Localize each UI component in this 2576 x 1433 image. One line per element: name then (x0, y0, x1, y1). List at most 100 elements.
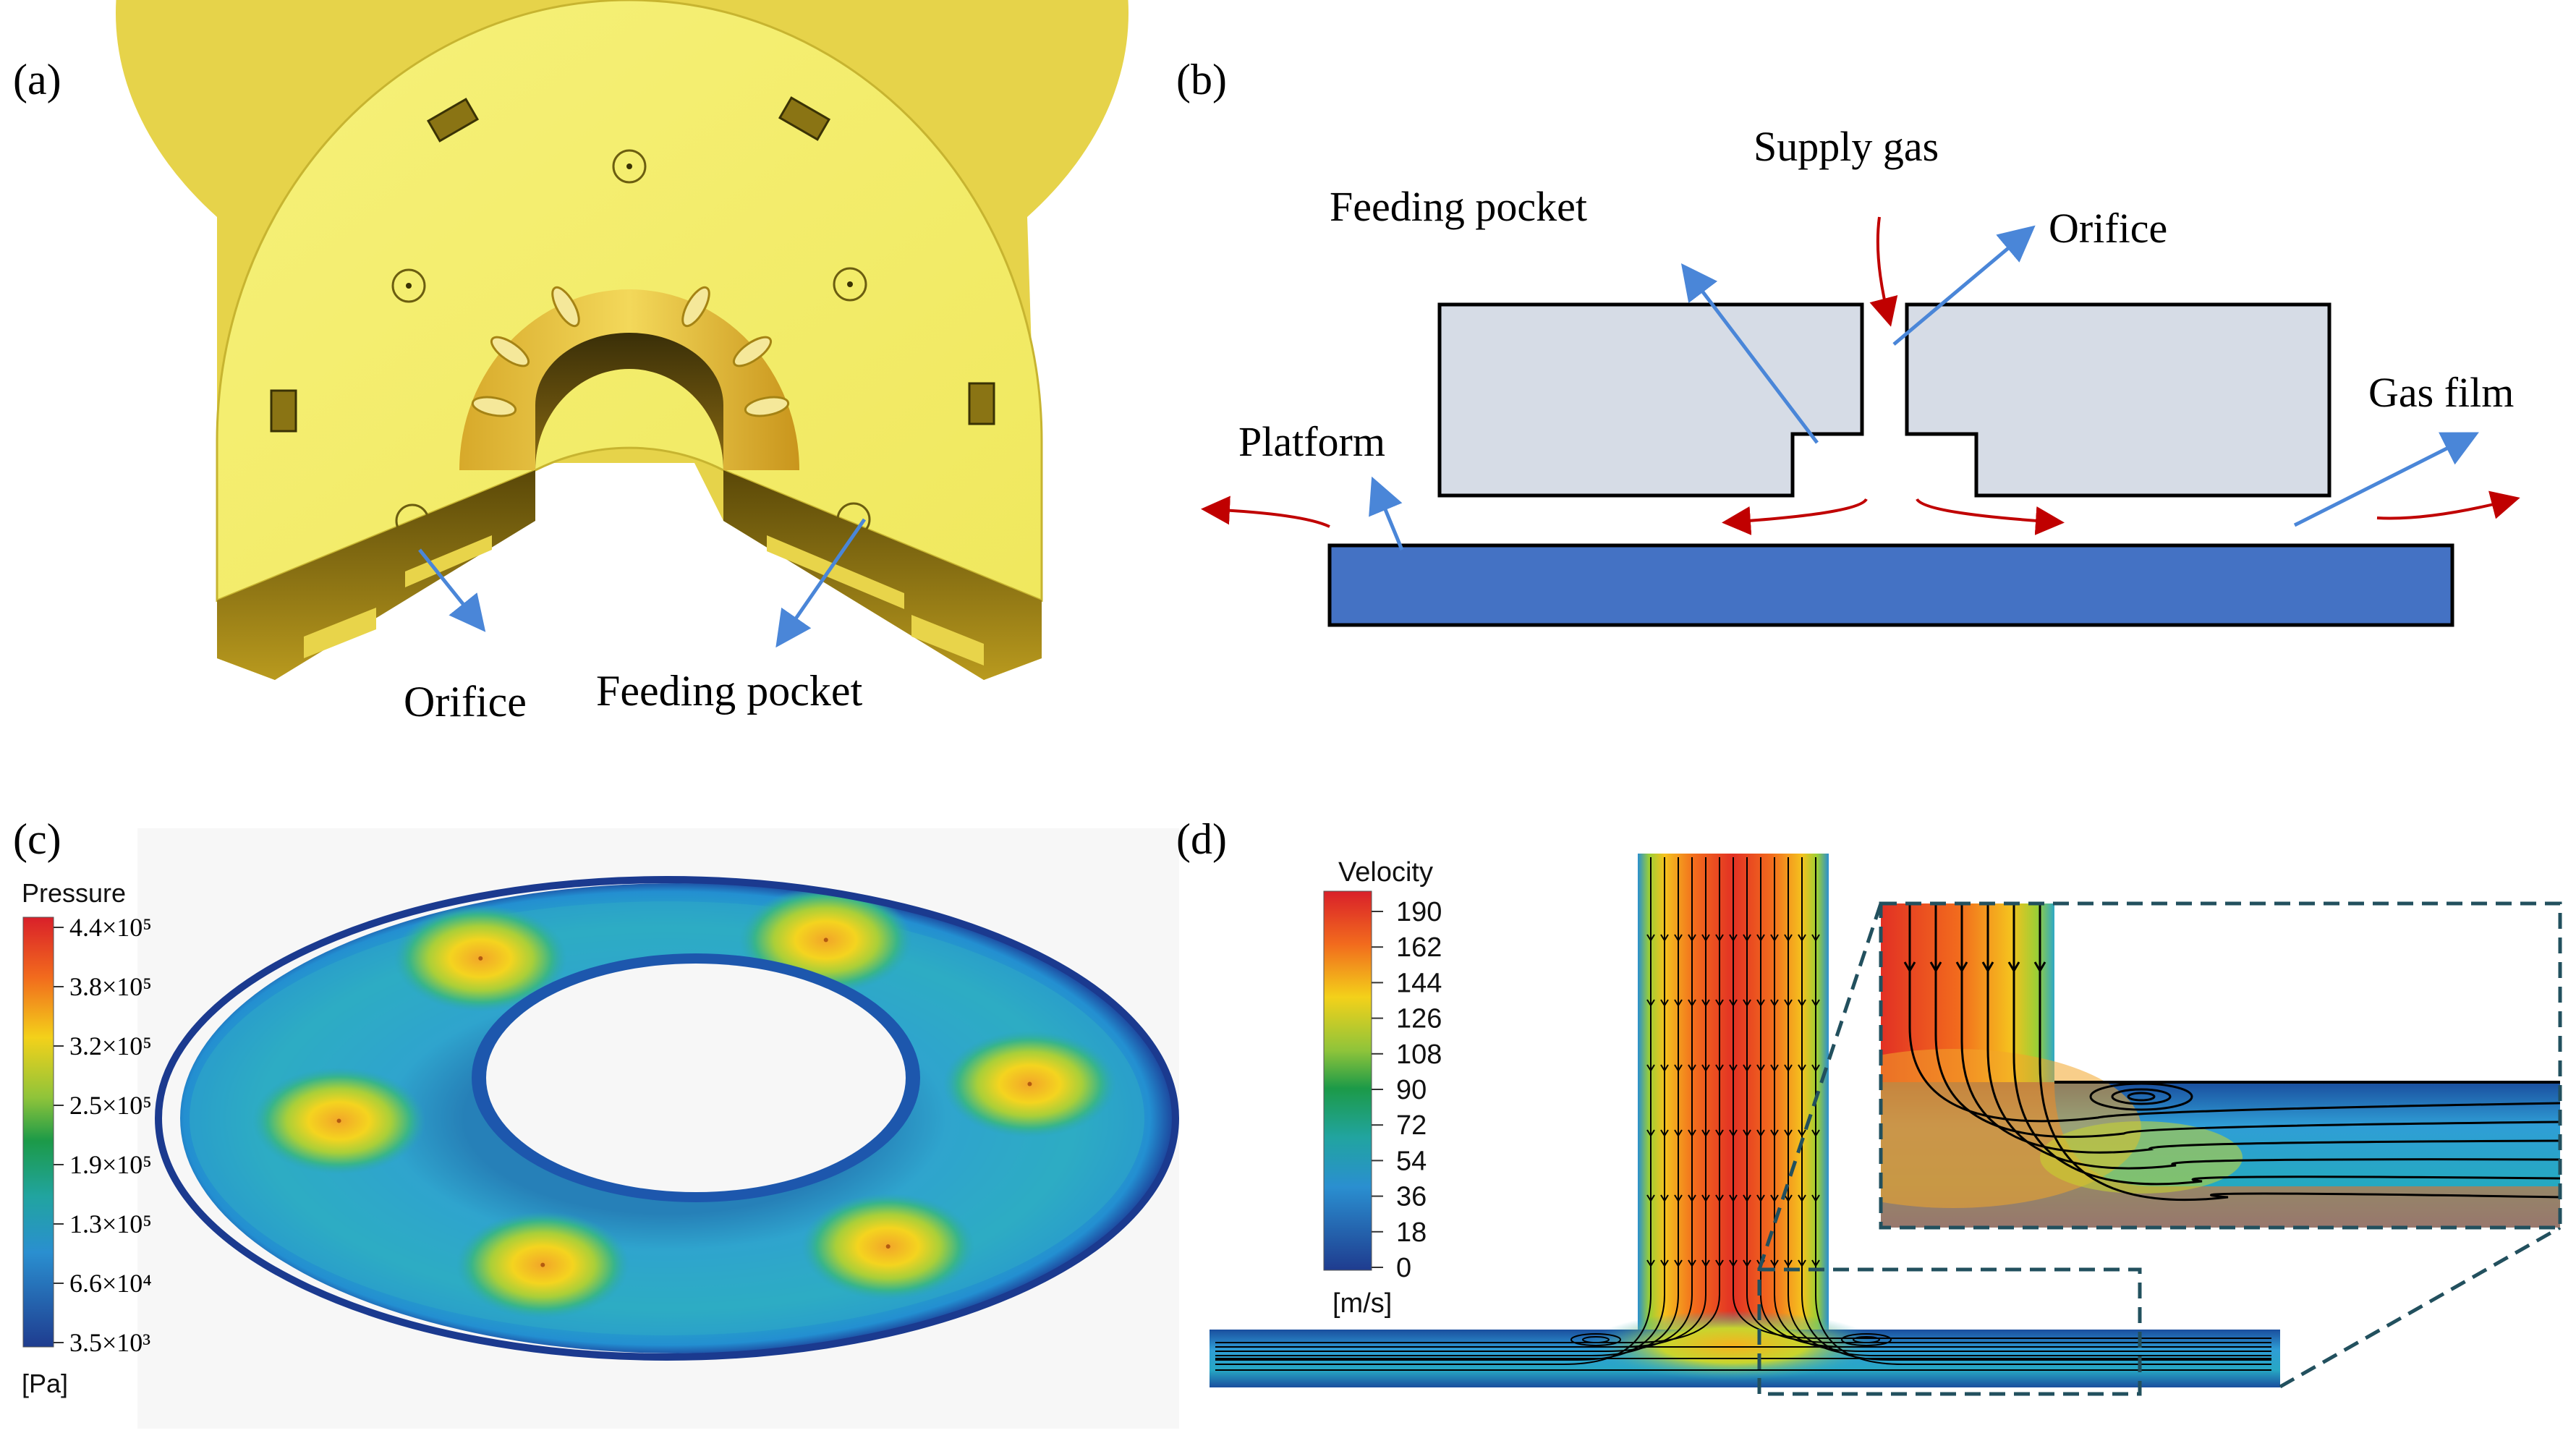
pressure-tick-label: 3.5×10³ (69, 1328, 150, 1357)
platform-label: Platform (1238, 418, 1385, 465)
streamline-arrowhead (1743, 934, 1751, 942)
streamline-arrowhead (1784, 999, 1793, 1007)
velocity-tick-label: 162 (1396, 932, 1442, 963)
velocity-tick-label: 144 (1396, 968, 1442, 998)
orifice-pointer-b (1892, 225, 2036, 346)
zoom-streamline (1960, 903, 2560, 1154)
streamline (1774, 857, 2271, 1352)
flow-arrow-left-outer (1201, 496, 1330, 528)
gas-film-label: Gas film (2368, 369, 2514, 416)
streamline-arrowhead (1798, 934, 1806, 942)
streamline-arrowhead (1660, 1194, 1669, 1202)
streamline-arrowhead (1715, 999, 1724, 1007)
cut-relief-right (911, 615, 984, 666)
panel-b-letter: (b) (1176, 56, 1227, 103)
streamline-arrowhead (1798, 1259, 1806, 1267)
zoom-streamline-arrowhead (1981, 961, 1994, 973)
zoom-streamline-arrowhead (1955, 961, 1968, 973)
panel-a: (a) (13, 0, 1128, 726)
feeding-pocket-label-b: Feeding pocket (1330, 183, 1587, 230)
streamline-arrowhead (1798, 999, 1806, 1007)
streamline-arrowhead (1729, 1064, 1738, 1072)
feeding-pocket-pointer-a (775, 518, 867, 648)
streamline-arrowhead (1811, 934, 1820, 942)
streamline-arrowhead (1784, 1129, 1793, 1137)
zoom-streamline (2039, 903, 2560, 1202)
streamline-arrowhead (1784, 1259, 1793, 1267)
streamline-arrowhead (1743, 1194, 1751, 1202)
streamline-arrowhead (1715, 1064, 1724, 1072)
streamline-arrowhead (1770, 934, 1779, 942)
panel-d-letter: (d) (1176, 815, 1227, 863)
streamline (1215, 857, 1665, 1361)
streamline-arrowhead (1770, 1259, 1779, 1267)
velocity-tick-label: 108 (1396, 1039, 1442, 1070)
streamline-arrowhead (1674, 1259, 1683, 1267)
platform-bar (1327, 543, 2454, 627)
streamline-arrowhead (1784, 1194, 1793, 1202)
streamline-arrowhead (1674, 1064, 1683, 1072)
pressure-colorbar-unit: [Pa] (22, 1369, 68, 1398)
pressure-tick-label: 1.3×10⁵ (69, 1209, 152, 1238)
streamline-arrowhead (1770, 1129, 1779, 1137)
streamline-arrowhead (1646, 1194, 1655, 1202)
streamline-arrowhead (1674, 1129, 1683, 1137)
streamline-arrowhead (1811, 1129, 1820, 1137)
pressure-tick-label: 1.9×10⁵ (69, 1150, 152, 1179)
streamline-arrowhead (1729, 1194, 1738, 1202)
streamline-arrowhead (1701, 1064, 1710, 1072)
streamline-arrowhead (1674, 934, 1683, 942)
streamline-arrowhead (1756, 1129, 1765, 1137)
streamline-arrowhead (1701, 934, 1710, 942)
flow-arrow-right-outer (2376, 490, 2520, 520)
streamline-arrowhead (1770, 999, 1779, 1007)
streamline-arrowhead (1811, 1064, 1820, 1072)
streamline (1215, 857, 1679, 1356)
orifice-dot (336, 1118, 341, 1123)
streamline-arrowhead (1701, 999, 1710, 1007)
bore-inner-wall (535, 333, 723, 470)
streamline-arrowhead (1674, 999, 1683, 1007)
streamline-arrowhead (1688, 999, 1696, 1007)
streamline-arrowhead (1756, 999, 1765, 1007)
velocity-tick-label: 36 (1396, 1182, 1427, 1212)
orifice-dots (406, 163, 853, 289)
bearing-block-left (1437, 302, 1864, 498)
velocity-tick-label: 90 (1396, 1075, 1427, 1105)
streamline-arrowhead (1660, 999, 1669, 1007)
streamline-arrowhead (1756, 1194, 1765, 1202)
feeding-pocket-left (405, 535, 492, 587)
velocity-colorbar (1323, 890, 1372, 1271)
streamline-arrowhead (1674, 1194, 1683, 1202)
panel-d: (d) Velocity 19016214412610890725436180 … (1176, 815, 2562, 1396)
velocity-tick-label: 0 (1396, 1253, 1411, 1283)
gas-film-pointer (2293, 432, 2479, 527)
zoom-inset (1881, 903, 2560, 1228)
orifice-pointer-a (418, 548, 486, 632)
streamlines-main (1215, 857, 2271, 1371)
streamline-arrowhead (1660, 1129, 1669, 1137)
panel-c: (c) Pressure 4.4×10⁵3.8×10⁵3.2×10⁵2.5×10… (13, 815, 1179, 1429)
pressure-tick-label: 6.6×10⁴ (69, 1269, 152, 1298)
panel-a-letter: (a) (13, 56, 61, 103)
streamline-arrowhead (1798, 1064, 1806, 1072)
streamline-arrowhead (1715, 1259, 1724, 1267)
platform-pointer (1369, 476, 1404, 550)
streamline-arrowhead (1688, 1259, 1696, 1267)
velocity-colorbar-title: Velocity (1338, 857, 1433, 888)
pressure-tick-label: 2.5×10⁵ (69, 1091, 152, 1120)
streamline-arrowhead (1660, 934, 1669, 942)
bearing-block-right (1905, 302, 2331, 498)
pressure-tick-label: 4.4×10⁵ (69, 913, 152, 942)
orifice-dot (540, 1262, 545, 1267)
cut-relief-left (304, 608, 376, 658)
pressure-colorbar (22, 917, 54, 1348)
velocity-tick-label: 18 (1396, 1217, 1427, 1248)
streamline-arrowhead (1743, 1129, 1751, 1137)
panel-b: (b) Supply gas Feeding pocket Orifice Ga… (1176, 56, 2520, 627)
pressure-colorbar-ticks: 4.4×10⁵3.8×10⁵3.2×10⁵2.5×10⁵1.9×10⁵1.3×1… (54, 913, 152, 1357)
orifice-label-a: Orifice (404, 678, 527, 726)
streamline-arrowhead (1646, 1259, 1655, 1267)
